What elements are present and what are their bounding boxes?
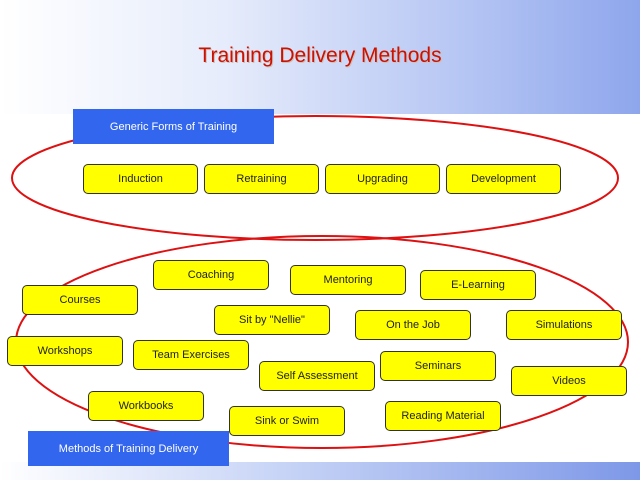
header-gradient — [0, 0, 640, 114]
node-self-assessment: Self Assessment — [259, 361, 375, 391]
generic-forms-label: Generic Forms of Training — [73, 109, 274, 144]
slide-title: Training Delivery Methods — [198, 44, 442, 67]
methods-label: Methods of Training Delivery — [28, 431, 229, 466]
node-team-exercises: Team Exercises — [133, 340, 249, 370]
node-upgrading: Upgrading — [325, 164, 440, 194]
footer-gradient — [0, 462, 640, 480]
node-courses: Courses — [22, 285, 138, 315]
node-seminars: Seminars — [380, 351, 496, 381]
node-on-the-job: On the Job — [355, 310, 471, 340]
node-sit-by-nellie: Sit by "Nellie" — [214, 305, 330, 335]
node-sink-or-swim: Sink or Swim — [229, 406, 345, 436]
node-simulations: Simulations — [506, 310, 622, 340]
node-reading-material: Reading Material — [385, 401, 501, 431]
node-workshops: Workshops — [7, 336, 123, 366]
generic-forms-ellipse — [11, 115, 619, 241]
node-development: Development — [446, 164, 561, 194]
node-retraining: Retraining — [204, 164, 319, 194]
node-coaching: Coaching — [153, 260, 269, 290]
node-e-learning: E-Learning — [420, 270, 536, 300]
node-induction: Induction — [83, 164, 198, 194]
node-workbooks: Workbooks — [88, 391, 204, 421]
node-videos: Videos — [511, 366, 627, 396]
node-mentoring: Mentoring — [290, 265, 406, 295]
